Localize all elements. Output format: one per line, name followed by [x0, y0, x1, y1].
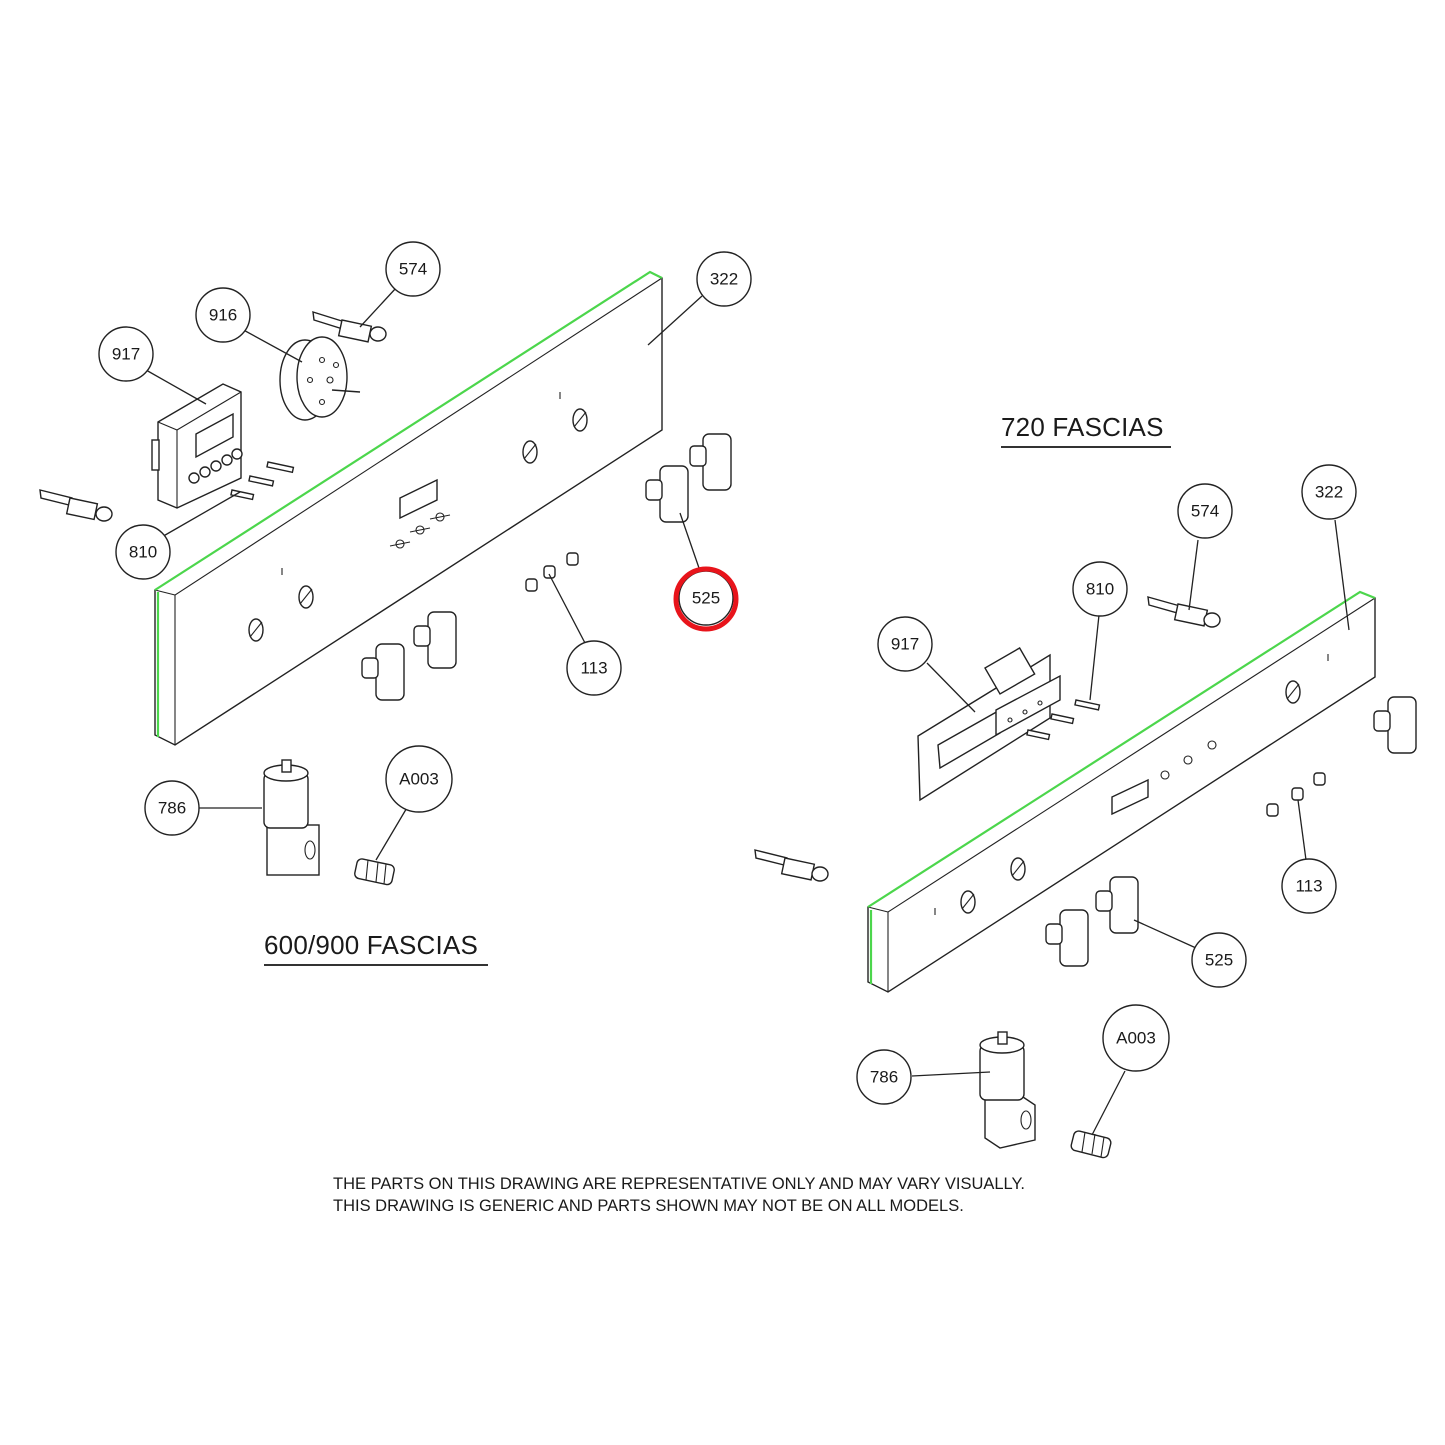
- callout-917-right: 917: [877, 616, 933, 672]
- callout-A003-left: A003: [385, 745, 453, 813]
- highlight-ring: [673, 566, 739, 632]
- right-timer-board: [917, 647, 1061, 802]
- callout-574-left: 574: [385, 241, 441, 297]
- svg-text:113: 113: [1295, 877, 1322, 896]
- svg-text:322: 322: [1315, 483, 1343, 502]
- section-title-720-underline: [1001, 446, 1171, 448]
- left-digital-timer: [151, 383, 243, 509]
- callout-810-left: 810: [115, 524, 171, 580]
- leader-lines: [145, 287, 1350, 1136]
- left-fascia-assembly: [39, 270, 732, 886]
- left-analog-clock: [279, 336, 361, 421]
- svg-text:917: 917: [112, 345, 140, 364]
- disclaimer-note-1: THE PARTS ON THIS DRAWING ARE REPRESENTA…: [333, 1175, 1025, 1193]
- callout-A003-right: A003: [1102, 1004, 1170, 1072]
- callout-916-left: 916: [195, 287, 251, 343]
- svg-text:786: 786: [158, 799, 186, 818]
- svg-text:916: 916: [209, 306, 237, 325]
- svg-text:322: 322: [710, 270, 738, 289]
- right-gas-fitting: [1070, 1130, 1112, 1159]
- svg-text:810: 810: [1086, 580, 1114, 599]
- callout-525-right: 525: [1191, 932, 1247, 988]
- left-igniter-switch-top: [312, 311, 387, 343]
- right-gas-valve: [979, 1031, 1036, 1149]
- svg-text:A003: A003: [1116, 1029, 1156, 1048]
- callout-574-right: 574: [1177, 483, 1233, 539]
- callout-786-left: 786: [144, 780, 200, 836]
- callout-113-left: 113: [566, 640, 622, 696]
- svg-text:A003: A003: [399, 770, 439, 789]
- svg-text:917: 917: [891, 635, 919, 654]
- left-fascia-panel: [154, 270, 663, 746]
- svg-text:113: 113: [580, 659, 607, 678]
- svg-text:574: 574: [1191, 502, 1219, 521]
- svg-text:525: 525: [1205, 951, 1233, 970]
- callout-113-right: 113: [1281, 858, 1337, 914]
- left-gas-fitting: [354, 858, 395, 886]
- right-igniter-switch-top: [1147, 596, 1221, 628]
- right-fascia-panel: [867, 590, 1376, 993]
- left-gas-valve: [263, 759, 320, 876]
- callout-810-right: 810: [1072, 561, 1128, 617]
- right-indicator-lamps: [1266, 772, 1326, 817]
- left-control-knobs: [361, 433, 732, 701]
- right-micro-switches: [1026, 699, 1101, 741]
- svg-text:525: 525: [692, 589, 720, 608]
- left-igniter-switch-side: [39, 489, 113, 522]
- svg-text:810: 810: [129, 543, 157, 562]
- callout-917-left: 917: [98, 326, 154, 382]
- callout-525-left-highlighted: 525: [673, 566, 739, 632]
- section-title-600-900: 600/900 FASCIAS: [264, 930, 479, 960]
- right-igniter-switch-side: [754, 849, 829, 882]
- section-title-720: 720 FASCIAS: [1001, 412, 1164, 442]
- svg-text:574: 574: [399, 260, 427, 279]
- right-fascia-assembly: [754, 590, 1417, 1159]
- left-micro-switches: [230, 461, 295, 501]
- callout-322-left: 322: [696, 251, 752, 307]
- callout-322-right: 322: [1301, 464, 1357, 520]
- callout-786-right: 786: [856, 1049, 912, 1105]
- disclaimer-note-2: THIS DRAWING IS GENERIC AND PARTS SHOWN …: [333, 1197, 964, 1215]
- right-control-knobs: [1045, 696, 1417, 967]
- section-title-600-900-underline: [264, 964, 488, 966]
- left-indicator-lamps: [525, 552, 579, 592]
- svg-text:786: 786: [870, 1068, 898, 1087]
